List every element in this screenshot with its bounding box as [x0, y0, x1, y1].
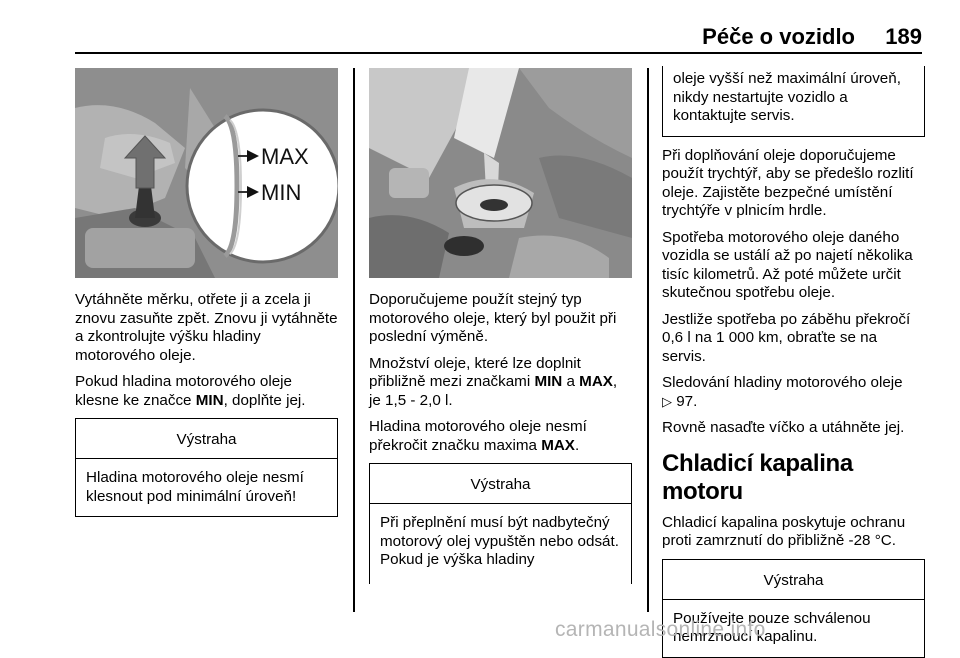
warning-text: Hladina motorového oleje nesmí klesnout … — [86, 469, 304, 505]
warning-text: oleje vyšší než maximální úroveň, nikdy … — [673, 70, 901, 124]
paragraph: Chladicí kapalina poskytuje ochranu prot… — [662, 513, 906, 550]
paragraph: Jestliže spotřeba po záběhu překročí 0,6… — [662, 310, 911, 365]
header-rule — [75, 52, 922, 54]
warning-heading: Výstraha — [76, 419, 337, 459]
warning-box: Výstraha Hladina motorového oleje nesmí … — [75, 418, 338, 517]
warning-heading: Výstraha — [370, 464, 631, 504]
column-divider — [353, 68, 355, 612]
warning-heading: Výstraha — [663, 560, 924, 600]
paragraph: Množství oleje, které lze doplnit přibli… — [369, 354, 618, 409]
paragraph: Doporučujeme použít stejný typ motorovéh… — [369, 291, 617, 345]
oil-funnel-illustration — [369, 68, 632, 278]
funnel-figure — [369, 68, 632, 278]
paragraph: Vytáhněte měrku, otřete ji a zcela ji zn… — [75, 291, 338, 364]
paragraph: Sledování hladiny motorového oleje▷ 97. — [662, 374, 903, 410]
dipstick-illustration: MAX MIN — [75, 68, 338, 278]
warning-box: Výstraha Při přeplnění musí být nadbyteč… — [369, 463, 632, 584]
warning-box: Výstraha Používejte pouze schválenou nem… — [662, 558, 925, 658]
page-number: 189 — [885, 24, 922, 49]
paragraph: Pokud hladina motorového oleje klesne ke… — [75, 373, 306, 409]
paragraph: Při doplňování oleje doporučujeme použít… — [662, 146, 914, 220]
page-ref[interactable]: 97 — [676, 392, 694, 410]
min-label: MIN — [261, 180, 301, 205]
section-title: Chladicí kapalina motoru — [662, 449, 853, 505]
warning-text: Při přeplnění musí být nadbytečný motoro… — [380, 514, 619, 568]
dipstick-figure: MAX MIN — [75, 68, 338, 278]
warning-text: Používejte pouze schválenou nemrznoucí k… — [673, 609, 871, 646]
paragraph: Spotřeba motorového oleje daného vozidla… — [662, 228, 913, 302]
paragraph: Rovně nasaďte víčko a utáhněte jej. — [662, 419, 905, 436]
column-divider — [647, 68, 649, 612]
warning-box-continued: oleje vyšší než maximální úroveň, nikdy … — [662, 66, 925, 137]
page-header: Péče o vozidlo 189 — [0, 0, 960, 56]
max-label: MAX — [261, 144, 309, 169]
watermark: carmanualsonline.info — [555, 618, 766, 641]
page-title: Péče o vozidlo — [702, 24, 855, 49]
paragraph: Hladina motorového oleje nesmí překročit… — [369, 418, 587, 454]
page-ref-icon: ▷ — [662, 393, 672, 409]
